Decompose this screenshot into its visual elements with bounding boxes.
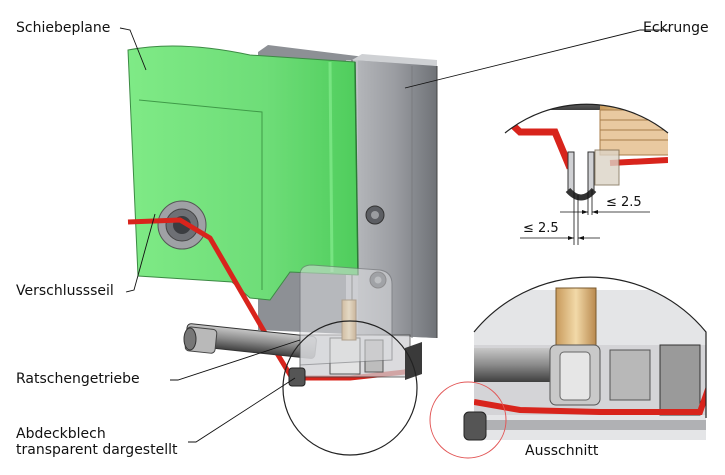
- label-eckrunge: Eckrunge: [643, 20, 709, 36]
- detail-section-top: [505, 104, 668, 190]
- detail-circle: [282, 320, 418, 456]
- detail-arc-top: [504, 103, 669, 134]
- label-schiebeplane: Schiebeplane: [16, 20, 111, 36]
- label-abdeckblech-line2: transparent dargestellt: [16, 442, 178, 458]
- dimension-lines: [520, 190, 650, 245]
- label-verschlussseil: Verschlussseil: [16, 283, 114, 299]
- label-ausschnitt: Ausschnitt: [525, 443, 599, 459]
- dimension-upper: ≤ 2.5: [606, 195, 642, 210]
- label-abdeckblech-line1: Abdeckblech: [16, 426, 106, 442]
- label-ratschengetriebe: Ratschengetriebe: [16, 371, 140, 387]
- detail-arc-bottom: [473, 276, 707, 418]
- dimension-lower: ≤ 2.5: [523, 221, 559, 236]
- cover-plate: [299, 264, 393, 366]
- highlight-circle: [429, 381, 507, 459]
- leader-lines: [119, 27, 670, 443]
- cable-end-clip: [463, 411, 487, 441]
- detail-cutout: [474, 287, 706, 440]
- tarp: [127, 45, 359, 301]
